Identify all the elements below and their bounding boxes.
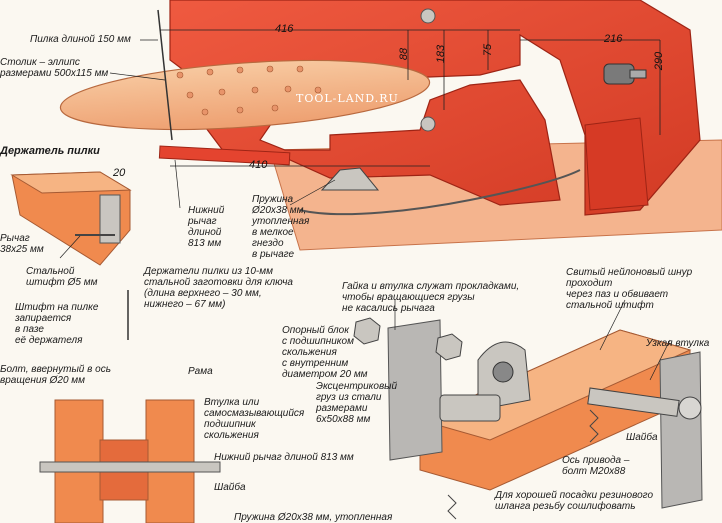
hex-nut-top — [353, 317, 381, 345]
frame-axle-bolt — [39, 461, 221, 473]
drive-washer — [678, 396, 702, 420]
dimension-lines-top — [160, 29, 661, 167]
label-blade: Пилка длиной 150 мм — [30, 34, 131, 45]
label-nut-note: Гайка и втулка служат прокладками, чтобы… — [342, 281, 520, 314]
label-pin-note: Штифт на пилке запирается в пазе её держ… — [15, 302, 99, 346]
hex-nut-mid — [435, 333, 463, 361]
label-drive-axle: Ось привода – болт М20х88 — [562, 455, 630, 477]
label-lower-lever: Нижний рычаг длиной 813 мм — [188, 205, 225, 249]
saw-blade — [157, 9, 173, 141]
spring-clamp — [320, 167, 380, 191]
label-holders-note: Держатели пилки из 10-мм стальной загото… — [144, 266, 293, 310]
dimension-20: 20 — [113, 167, 126, 179]
label-bolt: Болт, ввернутый в ось вращения Ø20 мм — [0, 364, 111, 386]
label-support-block: Опорный блок с подшипником скольжения с … — [282, 325, 368, 380]
end-steel-plate — [659, 351, 703, 509]
frame-bolt-upper — [420, 8, 436, 24]
watermark-text: TOOL-LAND.RU — [296, 92, 399, 105]
bearing-hole — [492, 361, 514, 383]
spring-coil-2 — [447, 494, 457, 520]
dimension-410: 410 — [249, 159, 268, 171]
dimension-88: 88 — [398, 47, 411, 61]
eccentric-weight — [439, 394, 501, 422]
label-steel-pin: Стальной штифт Ø5 мм — [26, 266, 98, 288]
side-steel-plate — [387, 319, 443, 461]
label-table: Столик – эллипс размерами 500х115 мм — [0, 57, 109, 79]
label-lever: Рычаг 38х25 мм — [0, 233, 44, 255]
label-blade-holder: Держатель пилки — [0, 145, 100, 157]
blade-holder-lever-top — [10, 171, 132, 194]
saw-frame — [169, 0, 701, 216]
label-nylon-cord: Свитый нейлоновый шнур проходит через па… — [566, 267, 693, 311]
label-frame: Рама — [188, 366, 213, 377]
saw-table — [59, 59, 431, 131]
drive-knob-shaft — [629, 69, 647, 79]
table-holes — [176, 65, 322, 116]
dimension-416: 416 — [275, 23, 294, 35]
label-eccentric: Эксцентриковый груз из стали размерами 6… — [316, 381, 398, 425]
blade-holder-clip — [99, 194, 121, 244]
label-spring-2: Пружина Ø20х38 мм, утопленная — [234, 512, 393, 523]
label-spring: Пружина Ø20х38 мм, утопленная в мелкое г… — [252, 194, 310, 260]
label-washer-2: Шайба — [626, 432, 658, 443]
label-bushing: Втулка или самосмазывающийся подшипник с… — [204, 397, 305, 441]
dimension-216: 216 — [604, 33, 623, 45]
dimension-75: 75 — [482, 43, 495, 57]
label-lower-lever-2: Нижний рычаг длиной 813 мм — [214, 452, 354, 463]
frame-rear-block — [584, 117, 649, 211]
lower-lever-bar — [158, 145, 291, 166]
label-washer-1: Шайба — [214, 482, 246, 493]
power-cord — [299, 169, 581, 216]
label-narrow-bushing: Узкая втулка — [646, 338, 710, 349]
drive-axle-bolt — [587, 387, 680, 417]
dimension-183: 183 — [435, 44, 448, 64]
label-hose-note: Для хорошей посадки резинового шланга ре… — [495, 490, 654, 512]
frame-bolt-lower — [420, 116, 436, 132]
leader-lines — [59, 39, 671, 381]
dimension-290: 290 — [653, 51, 666, 71]
spring-coil-1 — [589, 409, 599, 443]
